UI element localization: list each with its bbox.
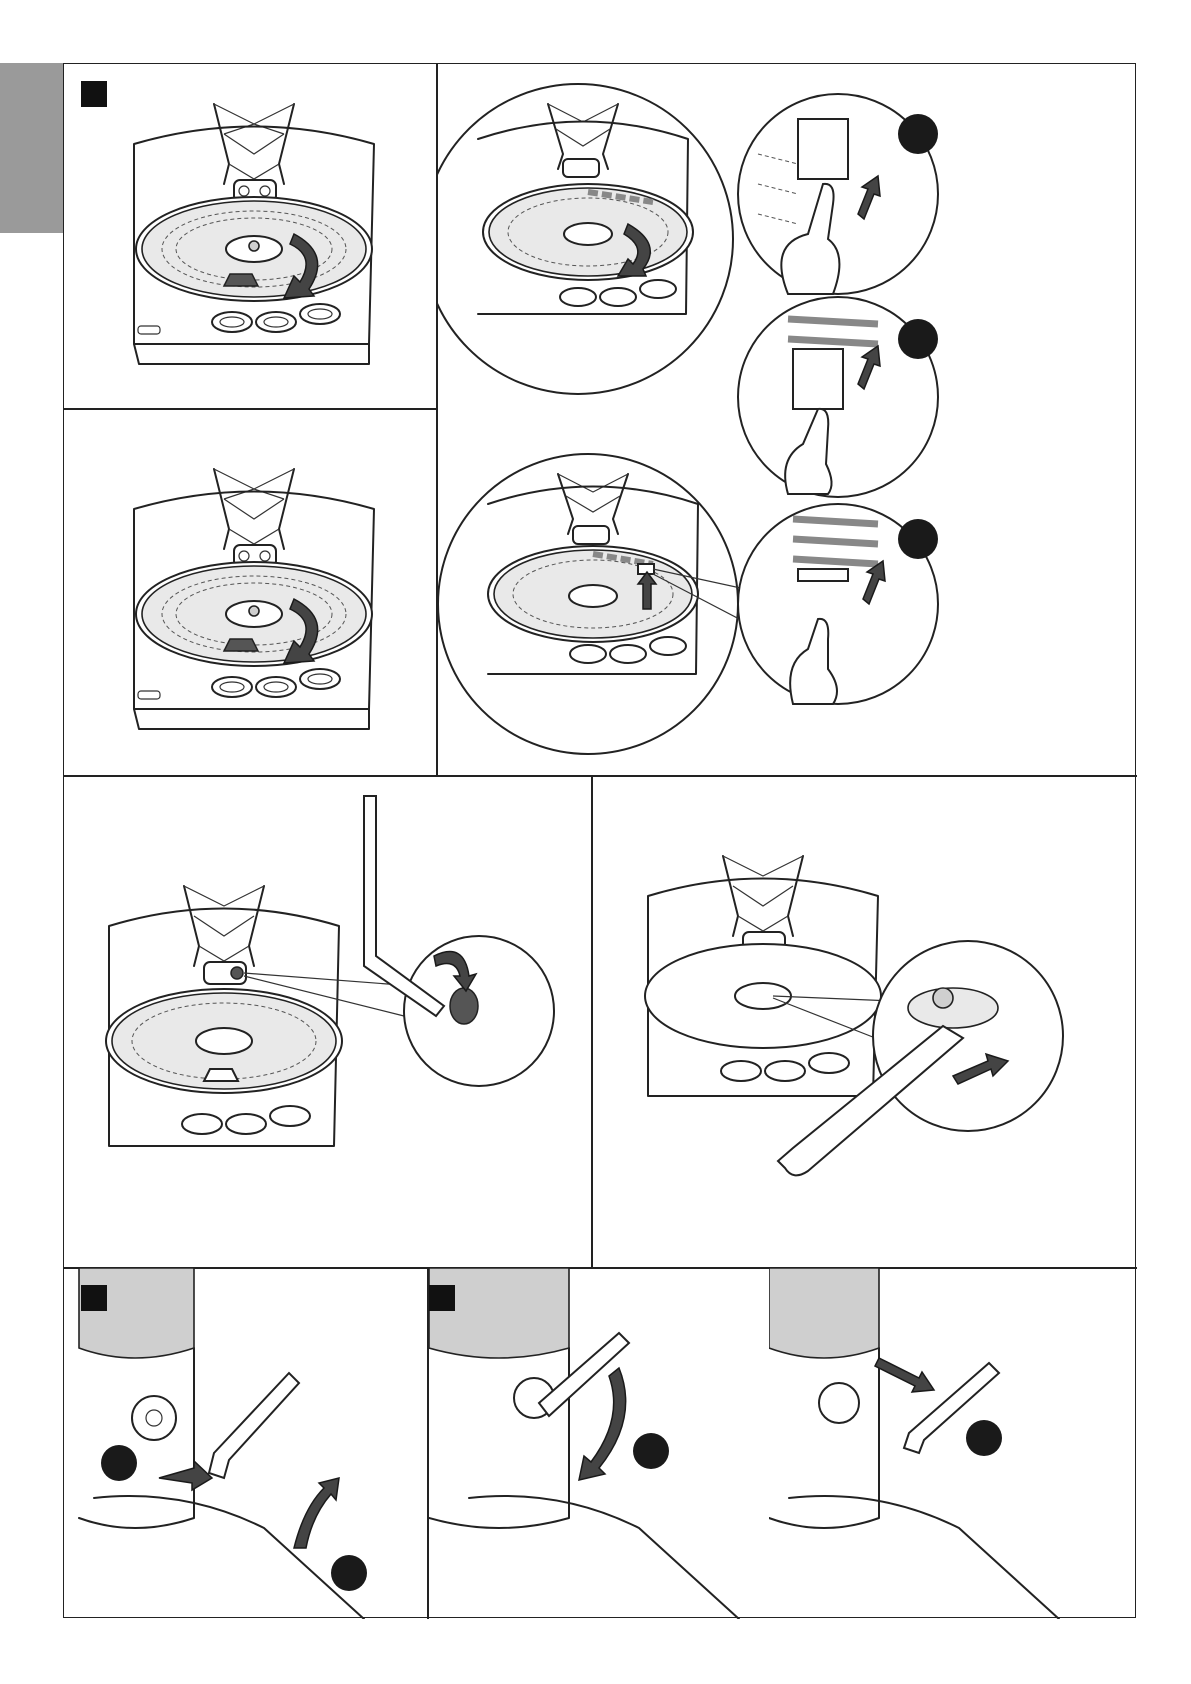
rotate-arrow-icon [579, 1368, 626, 1480]
illustration-sheet [63, 63, 1136, 1618]
figure-release-key-turn [429, 1268, 769, 1619]
figure-motor-rotate-2 [64, 409, 436, 775]
motor-disc-illustration [64, 409, 436, 775]
figure-marker-square [81, 81, 107, 107]
step-circle [331, 1555, 367, 1591]
step-circle [633, 1433, 669, 1469]
wrench-illustration [593, 776, 1137, 1267]
figure-motor-rotate-1 [64, 64, 436, 408]
motor-disc-illustration [64, 64, 436, 408]
step-circle [898, 519, 938, 559]
section-side-tab [0, 63, 63, 233]
figure-disc-label-removal [438, 64, 1137, 775]
step-circle [898, 114, 938, 154]
release-key-illustration [429, 1268, 769, 1619]
step-circle [898, 319, 938, 359]
figure-release-key-remove [769, 1268, 1137, 1619]
figure-marker-square [429, 1285, 455, 1311]
figure-wrench-tighten [593, 776, 1137, 1267]
release-key-illustration [64, 1268, 427, 1619]
hex-key-illustration [64, 776, 591, 1267]
step-circle [966, 1420, 1002, 1456]
step-circle [101, 1445, 137, 1481]
figure-marker-square [81, 1285, 107, 1311]
hex-key-icon [209, 1373, 299, 1478]
label-removal-illustration [438, 64, 1137, 775]
figure-hex-key-tighten [64, 776, 591, 1267]
figure-release-key-insert [64, 1268, 427, 1619]
release-key-illustration [769, 1268, 1137, 1619]
